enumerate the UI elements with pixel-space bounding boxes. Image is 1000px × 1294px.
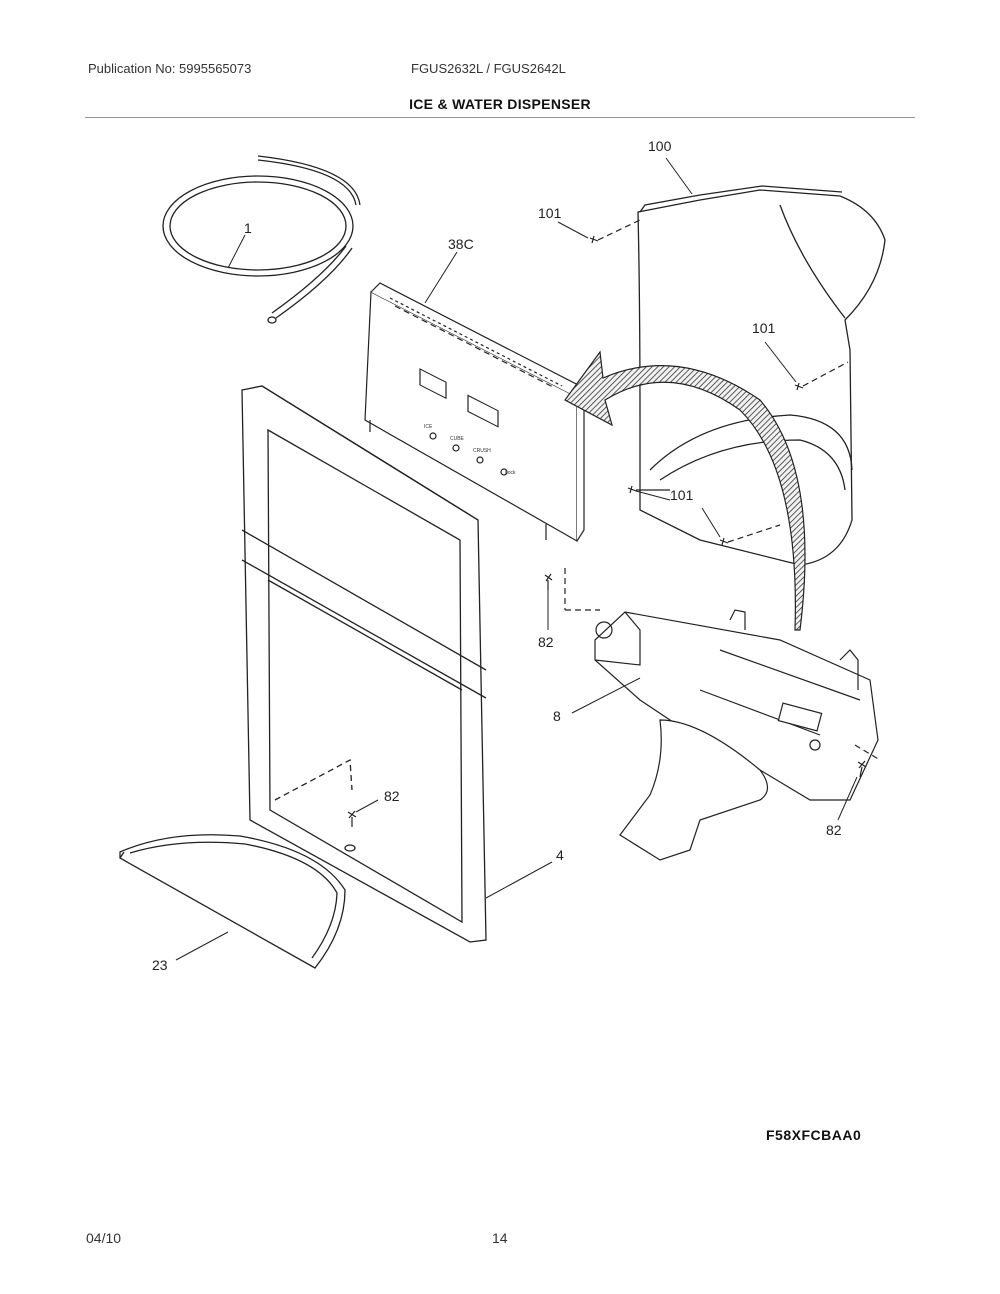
callout-101-upper: 101 [538,205,562,221]
diagram-code: F58XFCBAA0 [766,1127,862,1143]
model-numbers: FGUS2632L / FGUS2642L [411,61,566,76]
callout-82-frame: 82 [384,788,400,804]
callout-8: 8 [553,708,561,724]
screw-82-parts [347,573,867,827]
callout-100: 100 [648,138,672,154]
callout-82-upper: 82 [538,634,554,650]
page-title: ICE & WATER DISPENSER [409,96,591,112]
tubing-coil-part [162,155,361,324]
screw-101-right [794,361,849,391]
screw-101-low [719,524,781,546]
publication-number: Publication No: 5995565073 [88,61,252,76]
page-number: 14 [492,1230,508,1246]
callout-4: 4 [556,847,564,863]
assembly-arrow [564,350,806,631]
header-rule [85,117,915,118]
screw-101-parts [589,219,849,546]
housing-part [637,185,886,566]
svg-text:ICE: ICE [424,424,433,430]
screw-101-mid [627,485,670,494]
callout-leaders [175,157,858,961]
dispenser-assembly-part [564,568,881,861]
svg-text:CUBE: CUBE [450,436,465,442]
screw-82-upper [544,573,553,590]
callout-23: 23 [152,957,168,973]
footer-date: 04/10 [86,1230,122,1246]
screw-82-right [857,760,867,778]
callout-38c: 38C [448,236,474,252]
frame-part [241,385,487,943]
drip-tray-part [119,834,346,969]
callout-101-low: 101 [670,487,694,503]
callout-1: 1 [244,220,252,236]
callout-82-right: 82 [826,822,842,838]
svg-text:CRUSH: CRUSH [473,448,491,454]
screw-82-frame [347,810,357,827]
screw-101-upper [589,219,641,244]
svg-text:Lock: Lock [505,470,516,476]
callout-101-mid: 101 [752,320,776,336]
